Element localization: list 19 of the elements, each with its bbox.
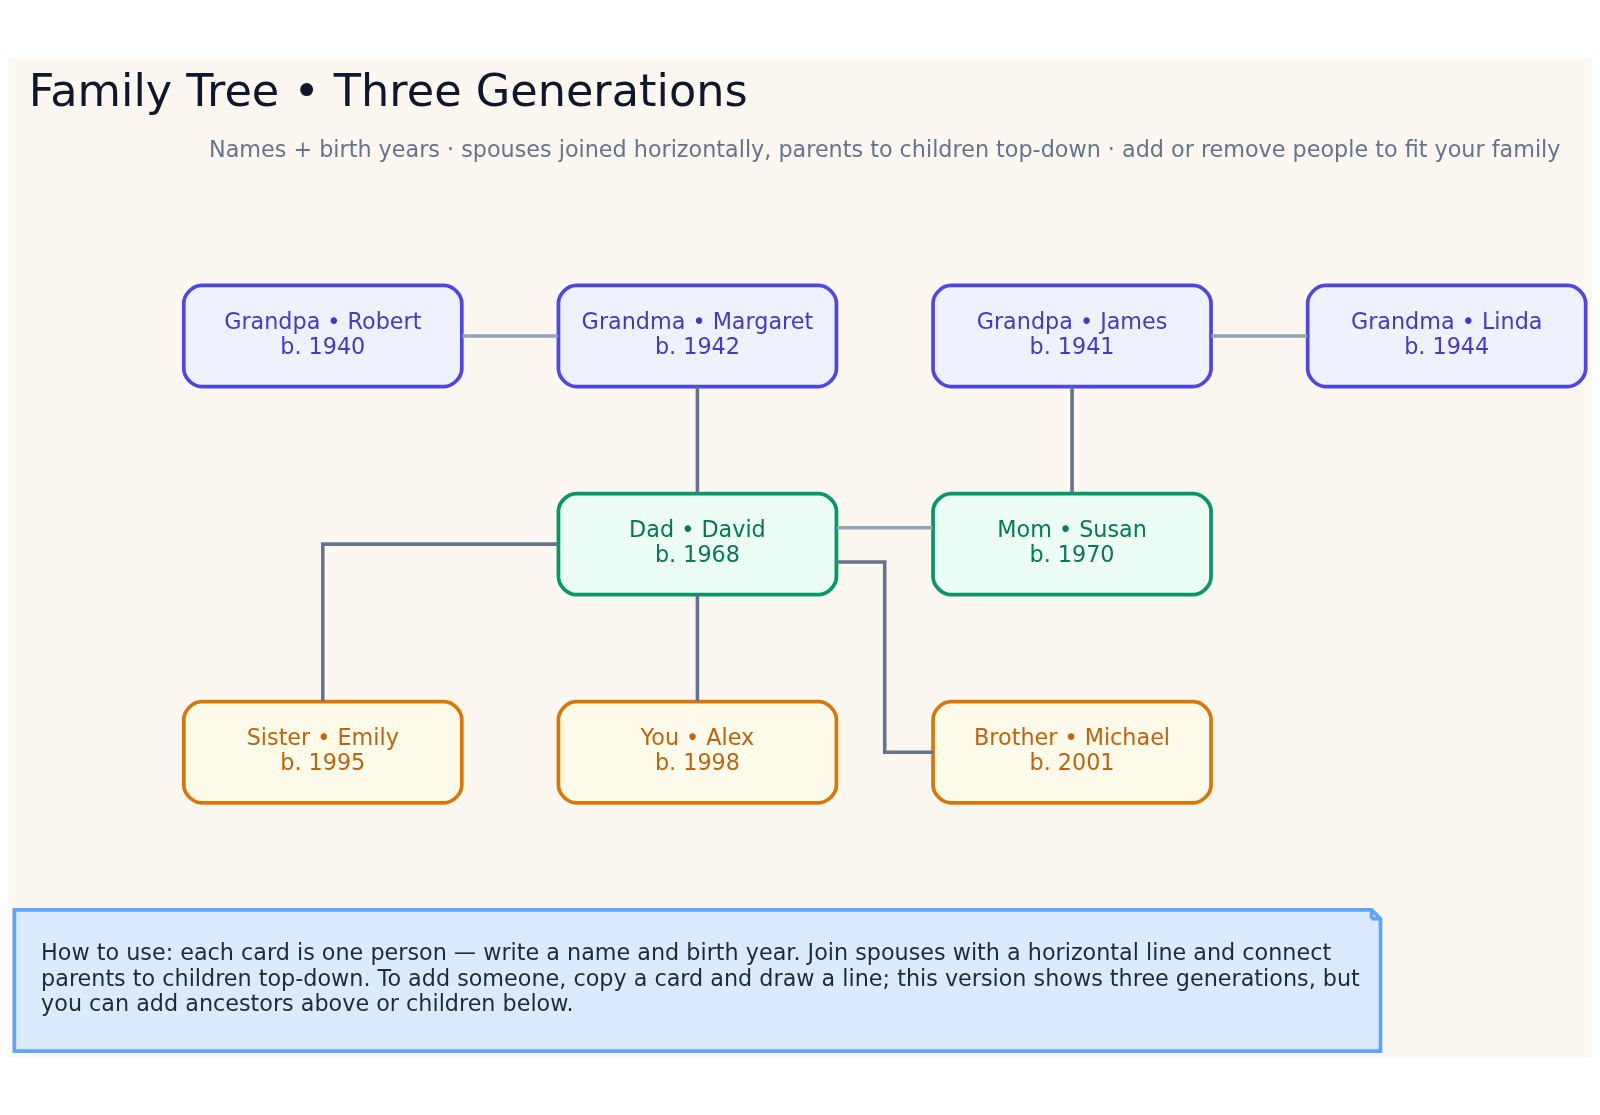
connector	[695, 595, 700, 702]
connector	[1070, 386, 1074, 493]
node-box: Grandma • Linda b. 1944	[1305, 283, 1588, 389]
connector	[321, 542, 558, 702]
node-box: Dad • David b. 1968	[556, 491, 839, 597]
connector	[836, 526, 933, 530]
connector	[836, 560, 933, 755]
node-box: Brother • Michael b. 2001	[931, 699, 1213, 805]
node-box: Grandpa • Robert b. 1940	[181, 283, 464, 389]
node-box: Grandpa • James b. 1941	[931, 283, 1213, 389]
connector	[1211, 334, 1308, 338]
connector	[462, 334, 558, 338]
node-box: Sister • Emily b. 1995	[181, 699, 464, 805]
node-box: You • Alex b. 1998	[556, 699, 839, 805]
node-box: Grandma • Margaret b. 1942	[556, 283, 839, 389]
diagram-title: Family Tree • Three Generations	[28, 64, 748, 117]
connector	[695, 386, 700, 493]
node-box: Mom • Susan b. 1970	[931, 491, 1213, 597]
label: Names + birth years · spouses joined horizontally, parents to children top-down · add or remove people to fit your family	[209, 135, 1561, 162]
